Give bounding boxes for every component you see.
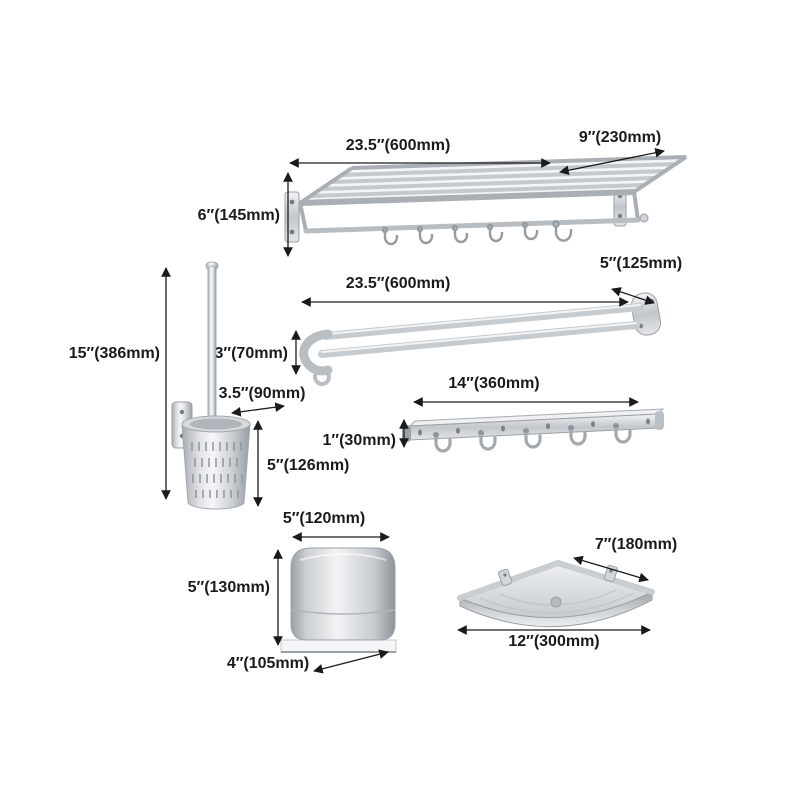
rack-lower-bar xyxy=(303,217,641,234)
dimension-bar-end: 5″(125mm) xyxy=(600,255,682,305)
double-towel-bar-figure xyxy=(299,292,662,386)
dimension-label: 3.5″(90mm) xyxy=(219,385,306,402)
dimension-label: 7″(180mm) xyxy=(595,536,677,553)
screw-icon xyxy=(179,409,185,415)
dimension-shelf-width: 12″(300mm) xyxy=(457,625,651,650)
paper-holder-base xyxy=(280,639,397,653)
rack-end-knob xyxy=(639,213,649,223)
corner-shelf-drain-arc xyxy=(479,592,635,614)
dimension-label: 5″(130mm) xyxy=(188,579,270,596)
corner-shelf-front-band xyxy=(459,591,653,628)
towel-bar-right-bracket xyxy=(630,292,662,336)
dimension-brush-cup-height: 5″(126mm) xyxy=(253,420,349,507)
dimension-bar-width: 23.5″(600mm) xyxy=(301,275,629,307)
dimension-label: 9″(230mm) xyxy=(579,129,661,146)
paper-holder-figure xyxy=(280,547,397,653)
dimension-label: 4″(105mm) xyxy=(227,655,309,672)
towel-bar-left-ring xyxy=(313,368,331,386)
hook-rail-right-cap xyxy=(655,411,664,430)
dimension-label: 3″(70mm) xyxy=(215,345,288,362)
rack-shelf-slat xyxy=(310,183,645,198)
corner-shelf-drain-hole xyxy=(550,596,562,608)
towel-bar-rail-highlight xyxy=(321,322,637,353)
rack-right-support xyxy=(632,191,640,221)
dimension-rail-width: 14″(360mm) xyxy=(413,375,639,407)
corner-shelf-left-bracket xyxy=(497,568,513,587)
dimension-label: 5″(126mm) xyxy=(267,457,349,474)
paper-holder-cover xyxy=(290,547,396,641)
screw-icon xyxy=(617,213,623,219)
dimension-paper-height: 5″(130mm) xyxy=(188,549,283,646)
hook-rail-figure xyxy=(402,408,665,453)
towel-bar-rail-highlight xyxy=(325,304,641,335)
dimension-label: 23.5″(600mm) xyxy=(346,275,451,292)
hook-rail-hooks xyxy=(433,423,632,453)
brush-cup-opening xyxy=(190,418,242,430)
towel-bar-rail-bottom xyxy=(318,321,640,358)
dimension-label: 14″(360mm) xyxy=(448,375,539,392)
dimension-label: 1″(30mm) xyxy=(323,432,396,449)
rack-front-rail xyxy=(299,189,635,206)
dimension-label: 5″(120mm) xyxy=(283,510,365,527)
rack-left-support xyxy=(298,202,308,232)
screw-icon xyxy=(503,573,507,577)
dimension-paper-depth: 4″(105mm) xyxy=(227,649,389,674)
dimension-arrow xyxy=(611,287,655,305)
rack-left-side-rail xyxy=(298,166,354,205)
paper-holder-seam xyxy=(291,609,396,615)
towel-bar-rail-top xyxy=(322,303,644,340)
dimension-arrow xyxy=(231,402,285,417)
folding-towel-rack-figure xyxy=(284,155,688,246)
dimension-label: 6″(145mm) xyxy=(198,207,280,224)
rack-s-hooks xyxy=(381,220,573,246)
dimension-arrow xyxy=(313,649,389,674)
dimension-brush-height: 15″(386mm) xyxy=(69,267,171,500)
paper-holder-highlight xyxy=(299,553,387,561)
dimension-brush-bracket: 3.5″(90mm) xyxy=(219,385,306,417)
dimension-rack-height: 6″(145mm) xyxy=(198,172,293,257)
dimension-paper-width: 5″(120mm) xyxy=(283,510,390,542)
toilet-brush-figure xyxy=(171,261,251,510)
dimension-bar-height: 3″(70mm) xyxy=(215,330,301,375)
dimension-rack-depth: 9″(230mm) xyxy=(559,129,665,176)
dimension-label: 12″(300mm) xyxy=(508,633,599,650)
brush-cup-perforations xyxy=(191,442,243,498)
dimension-rail-height: 1″(30mm) xyxy=(323,419,409,449)
brush-handle xyxy=(207,265,217,425)
dimension-label: 15″(386mm) xyxy=(69,345,160,362)
rack-shelf-slat xyxy=(320,176,655,191)
dimension-shelf-side: 7″(180mm) xyxy=(573,536,677,583)
dimension-rack-width: 23.5″(600mm) xyxy=(289,137,551,168)
hook-rail-screws xyxy=(418,418,650,436)
dimension-arrow xyxy=(559,147,665,176)
rack-left-wall-plate xyxy=(284,191,300,243)
dimension-label: 23.5″(600mm) xyxy=(346,137,451,154)
screw-icon xyxy=(289,199,295,205)
dimension-label: 5″(125mm) xyxy=(600,255,682,272)
screw-icon xyxy=(289,229,295,235)
dimension-arrow xyxy=(573,555,649,583)
